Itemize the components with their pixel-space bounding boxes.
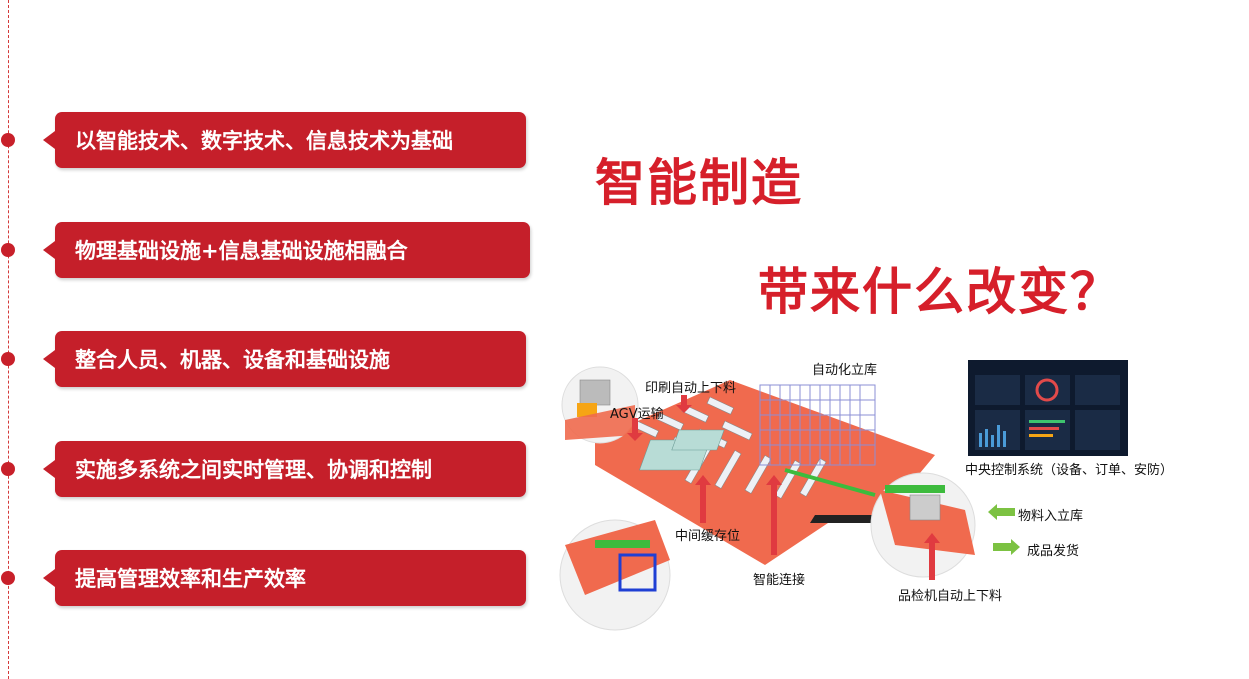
- label-material-in: 物料入立库: [1018, 509, 1084, 524]
- factory-illustration: [559, 360, 1128, 631]
- detail-conveyor: [595, 540, 650, 548]
- heading-what-changes: 带来什么改变？: [758, 263, 1122, 321]
- point-label: 物理基础设施+信息基础设施相融合: [75, 239, 408, 263]
- timeline-line: [8, 0, 9, 679]
- point-foundation: 以智能技术、数字技术、信息技术为基础: [43, 112, 526, 168]
- point-efficiency: 提高管理效率和生产效率: [43, 550, 526, 606]
- red-arrows: [627, 395, 940, 580]
- factory-diagram: 印刷自动上下料 AGV运输 自动化立库 中间缓存位 智能连接 品检机自动上下料 …: [555, 345, 1245, 645]
- timeline-dot: [1, 133, 15, 147]
- point-label: 提高管理效率和生产效率: [75, 567, 306, 591]
- print-machine-part: [577, 403, 597, 417]
- detail-floor: [565, 405, 635, 440]
- floor-edge: [810, 515, 885, 523]
- qc-machine: [909, 494, 941, 521]
- conveyor: [784, 468, 876, 497]
- label-buffer: 中间缓存位: [675, 529, 741, 544]
- warehouse-racks: [759, 384, 876, 466]
- point-label: 整合人员、机器、设备和基础设施: [75, 348, 390, 372]
- label-smart-connect: 智能连接: [753, 573, 806, 588]
- timeline-dot: [1, 462, 15, 476]
- screen-panels: [975, 375, 1120, 450]
- detail-floor: [565, 520, 670, 595]
- heading-smart-manufacturing: 智能制造: [595, 154, 803, 212]
- point-realtime-control: 实施多系统之间实时管理、协调和控制: [43, 441, 526, 497]
- loading-frame: [618, 553, 657, 592]
- timeline-dot: [1, 571, 15, 585]
- timeline-dot: [1, 352, 15, 366]
- label-qc-auto-load: 品检机自动上下料: [898, 589, 1003, 604]
- point-infrastructure: 物理基础设施+信息基础设施相融合: [43, 222, 530, 278]
- label-agv: AGV运输: [610, 407, 664, 422]
- label-central-control: 中央控制系统（设备、订单、安防）: [965, 463, 1174, 478]
- label-auto-warehouse: 自动化立库: [812, 363, 878, 378]
- print-machine: [579, 379, 611, 406]
- point-label: 实施多系统之间实时管理、协调和控制: [75, 458, 432, 482]
- point-label: 以智能技术、数字技术、信息技术为基础: [75, 129, 453, 153]
- label-print-auto-load: 印刷自动上下料: [645, 381, 737, 396]
- buffer-storage: [639, 429, 725, 471]
- detail-conveyor: [885, 485, 945, 493]
- point-integration: 整合人员、机器、设备和基础设施: [43, 331, 526, 387]
- label-product-out: 成品发货: [1027, 544, 1080, 559]
- detail-floor: [880, 490, 975, 555]
- timeline-dot: [1, 243, 15, 257]
- green-arrows: [988, 504, 1020, 555]
